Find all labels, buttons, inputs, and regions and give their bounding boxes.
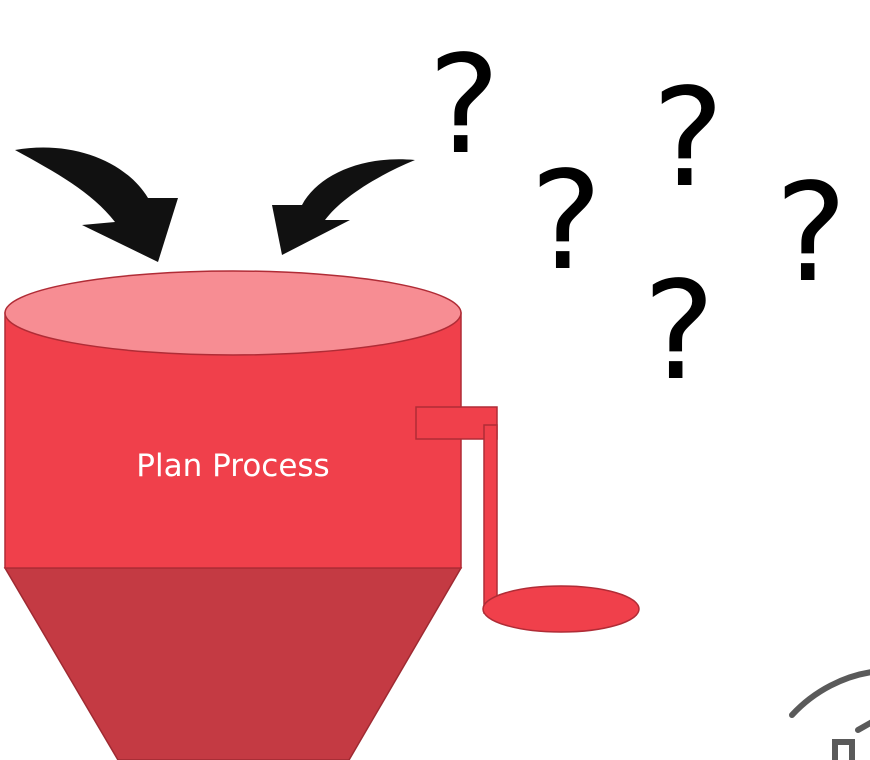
crank-knob	[482, 585, 640, 633]
crank-shaft	[483, 424, 498, 614]
question-mark-1: ?	[428, 27, 500, 185]
hopper-top	[4, 270, 462, 356]
partial-gear-icon	[789, 669, 870, 760]
left-input-arrow-icon	[15, 147, 178, 262]
hopper-cone	[3, 567, 463, 760]
question-mark-3: ?	[530, 143, 602, 301]
question-mark-4: ?	[775, 155, 847, 313]
question-mark-2: ?	[652, 60, 724, 218]
crank-icon	[415, 406, 640, 633]
right-input-arrow-icon	[272, 159, 415, 255]
question-mark-5: ?	[643, 253, 715, 411]
hopper-label: Plan Process	[136, 448, 329, 484]
